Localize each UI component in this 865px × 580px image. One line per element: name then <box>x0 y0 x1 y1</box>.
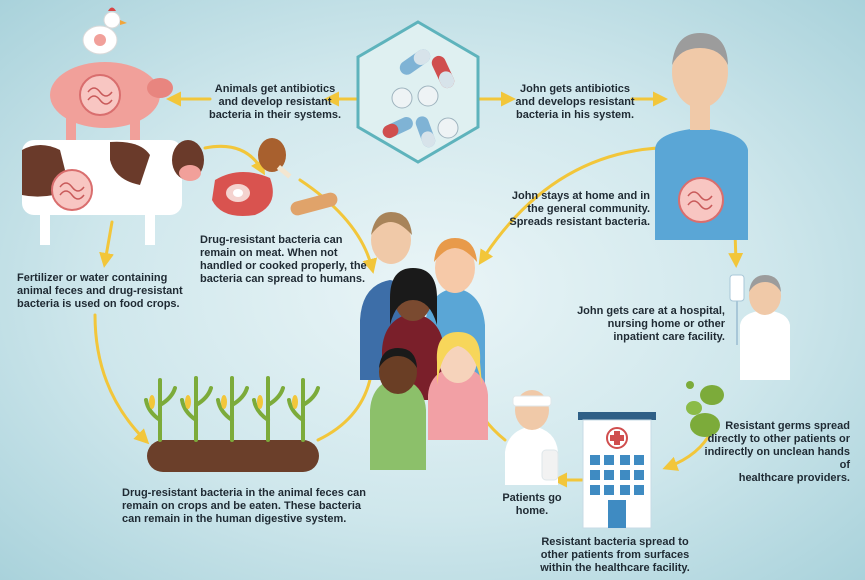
crops-icon <box>144 376 320 472</box>
arrow-cow-to-fertilizer <box>99 220 114 268</box>
cow-icon <box>22 140 204 245</box>
surfaces-spread-label: Resistant bacteria spread to other patie… <box>540 536 690 574</box>
john-hospital-care-label: John gets care at a hospital, nursing ho… <box>577 305 725 343</box>
arrow-fertilizer-to-crops <box>93 313 150 445</box>
patients-go-home-label: Patients go home. <box>502 492 562 517</box>
resistant-germs-spread-label: Resistant germs spread directly to other… <box>704 420 850 484</box>
arrow-meat-to-people <box>298 178 378 274</box>
crops-bacteria-label: Drug-resistant bacteria in the animal fe… <box>122 487 366 525</box>
iv-patient-icon <box>729 274 790 380</box>
animals-antibiotics-label: Animals get antibiotics and develop resi… <box>208 83 342 121</box>
john-antibiotics-label: John gets antibiotics and develops resis… <box>515 83 635 121</box>
pig-icon <box>50 62 173 140</box>
chicken-icon <box>82 7 127 55</box>
hospital-icon <box>578 412 656 529</box>
meat-icon <box>212 138 338 216</box>
meat-bacteria-label: Drug-resistant bacteria can remain on me… <box>200 234 367 285</box>
pills-hexagon-icon <box>356 20 480 164</box>
john-icon <box>655 33 748 240</box>
fertilizer-water-label: Fertilizer or water containing animal fe… <box>17 272 183 310</box>
john-stays-home-label: John stays at home and in the general co… <box>509 190 650 228</box>
germs-icon <box>686 381 724 437</box>
injured-patient-icon <box>505 390 559 485</box>
people-group-icon <box>360 212 488 470</box>
arrow-cow-to-meat <box>203 144 265 176</box>
